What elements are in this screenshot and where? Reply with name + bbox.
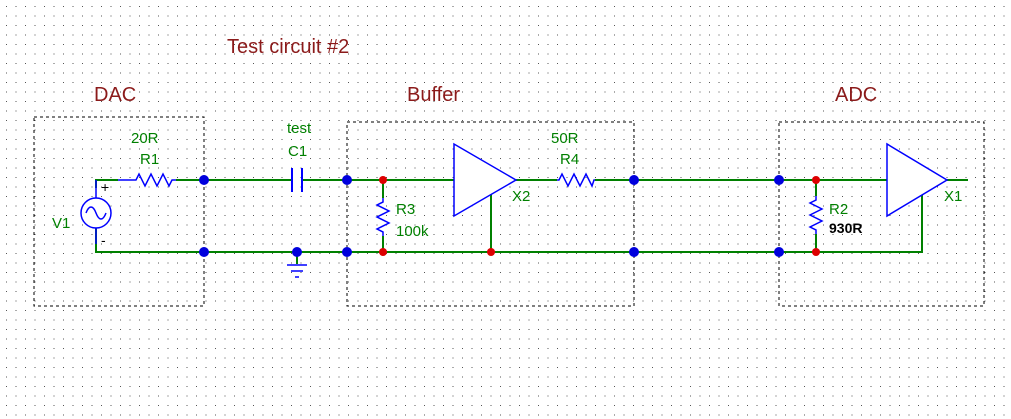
ac-voltage-source-icon[interactable] bbox=[80, 180, 112, 244]
r4-ref-label: R4 bbox=[560, 151, 579, 168]
op-amp-buffer-icon[interactable] bbox=[886, 142, 949, 218]
r3-ref-label: R3 bbox=[396, 201, 415, 218]
op-amp-buffer-icon[interactable] bbox=[453, 142, 518, 218]
x2-ref-label: X2 bbox=[512, 188, 530, 205]
v1-ref-label: V1 bbox=[52, 215, 70, 232]
c1-value-label: test bbox=[287, 120, 312, 137]
adc-block-label: ADC bbox=[835, 84, 877, 106]
node-dot bbox=[812, 176, 820, 184]
junction-dot bbox=[292, 247, 302, 257]
node-dot bbox=[379, 176, 387, 184]
capacitor-icon[interactable] bbox=[291, 168, 303, 192]
dac-block-label: DAC bbox=[94, 84, 136, 106]
r2-ref-label: R2 bbox=[829, 201, 848, 218]
resistor-icon[interactable] bbox=[557, 172, 595, 188]
adc-block[interactable] bbox=[778, 121, 985, 307]
node-dot bbox=[379, 248, 387, 256]
junction-dot bbox=[342, 247, 352, 257]
r4-value-label: 50R bbox=[551, 130, 579, 147]
node-dots bbox=[379, 176, 820, 256]
c1-ref-label: C1 bbox=[288, 143, 307, 160]
dac-block[interactable] bbox=[33, 116, 205, 307]
resistor-icon[interactable] bbox=[375, 198, 391, 236]
junction-dot bbox=[629, 175, 639, 185]
page-title: Test circuit #2 bbox=[227, 36, 349, 58]
x1-ref-label: X1 bbox=[944, 188, 962, 205]
junction-dot bbox=[199, 247, 209, 257]
junction-dot bbox=[199, 175, 209, 185]
ground-icon[interactable] bbox=[287, 264, 307, 278]
grid-dots bbox=[6, 6, 1005, 416]
node-dot bbox=[812, 248, 820, 256]
v1-plus-sign: + bbox=[101, 179, 109, 195]
r1-value-label: 20R bbox=[131, 130, 159, 147]
junction-dot bbox=[774, 247, 784, 257]
r1-ref-label: R1 bbox=[140, 151, 159, 168]
r3-value-label: 100k bbox=[396, 223, 429, 240]
junction-dot bbox=[629, 247, 639, 257]
wires bbox=[95, 179, 968, 264]
block-borders bbox=[33, 116, 985, 307]
node-dot bbox=[487, 248, 495, 256]
v1-minus-sign: - bbox=[101, 232, 106, 248]
junction-dot bbox=[774, 175, 784, 185]
buffer-block[interactable] bbox=[346, 121, 635, 307]
junction-dots bbox=[199, 175, 784, 257]
r2-value-label: 930R bbox=[829, 220, 862, 236]
junction-dot bbox=[342, 175, 352, 185]
buffer-block-label: Buffer bbox=[407, 84, 460, 106]
resistor-icon[interactable] bbox=[808, 196, 824, 234]
wire bbox=[95, 228, 923, 253]
resistor-icon[interactable] bbox=[118, 172, 176, 188]
